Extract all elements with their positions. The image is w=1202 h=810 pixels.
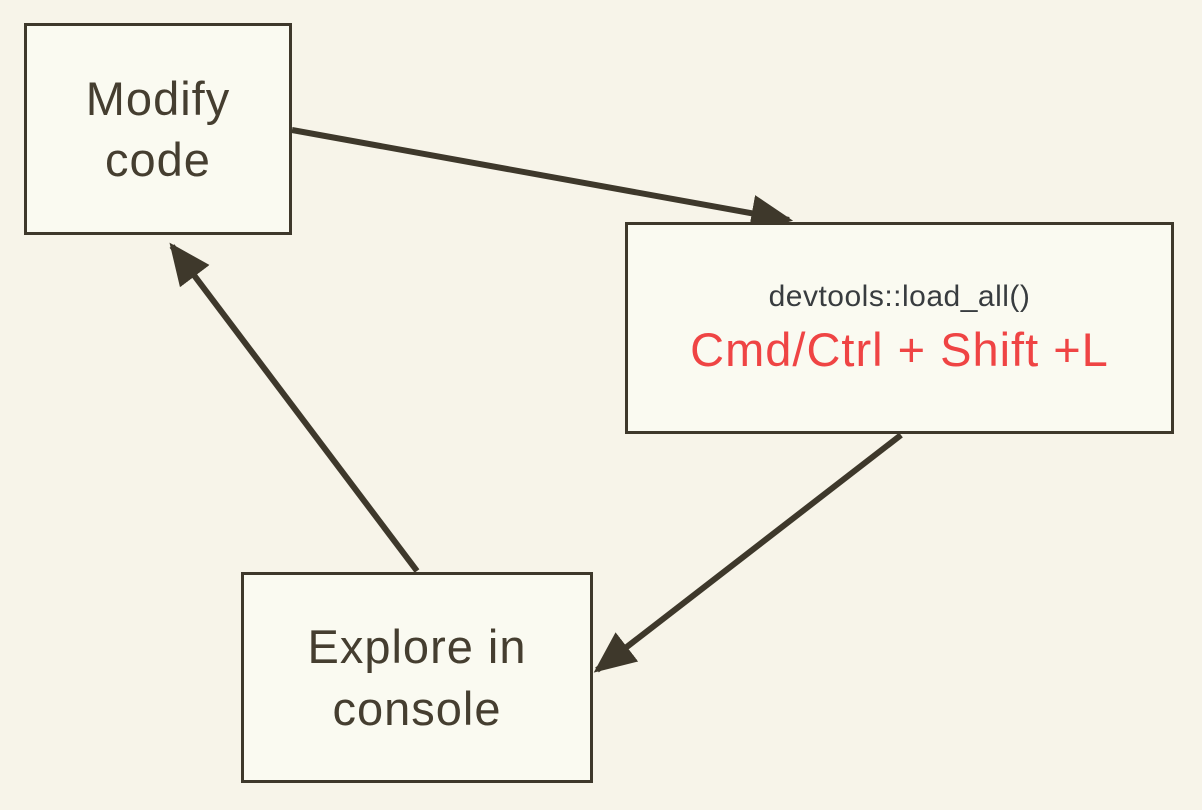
explore-console-label: Explore in console [307, 620, 527, 735]
node-load-all: devtools::load_all() Cmd/Ctrl + Shift +L [625, 222, 1174, 434]
node-explore-console: Explore in console [241, 572, 593, 783]
load-all-shortcut-text: Cmd/Ctrl + Shift +L [690, 322, 1109, 376]
arrow-explore-to-modify-icon [169, 242, 420, 573]
modify-code-label: Modify code [85, 71, 231, 186]
arrow-load-all-to-explore-icon [593, 432, 903, 673]
node-modify-code: Modify code [24, 23, 292, 235]
load-all-code-text: devtools::load_all() [768, 279, 1031, 313]
arrow-modify-to-load-all-icon [291, 127, 794, 232]
